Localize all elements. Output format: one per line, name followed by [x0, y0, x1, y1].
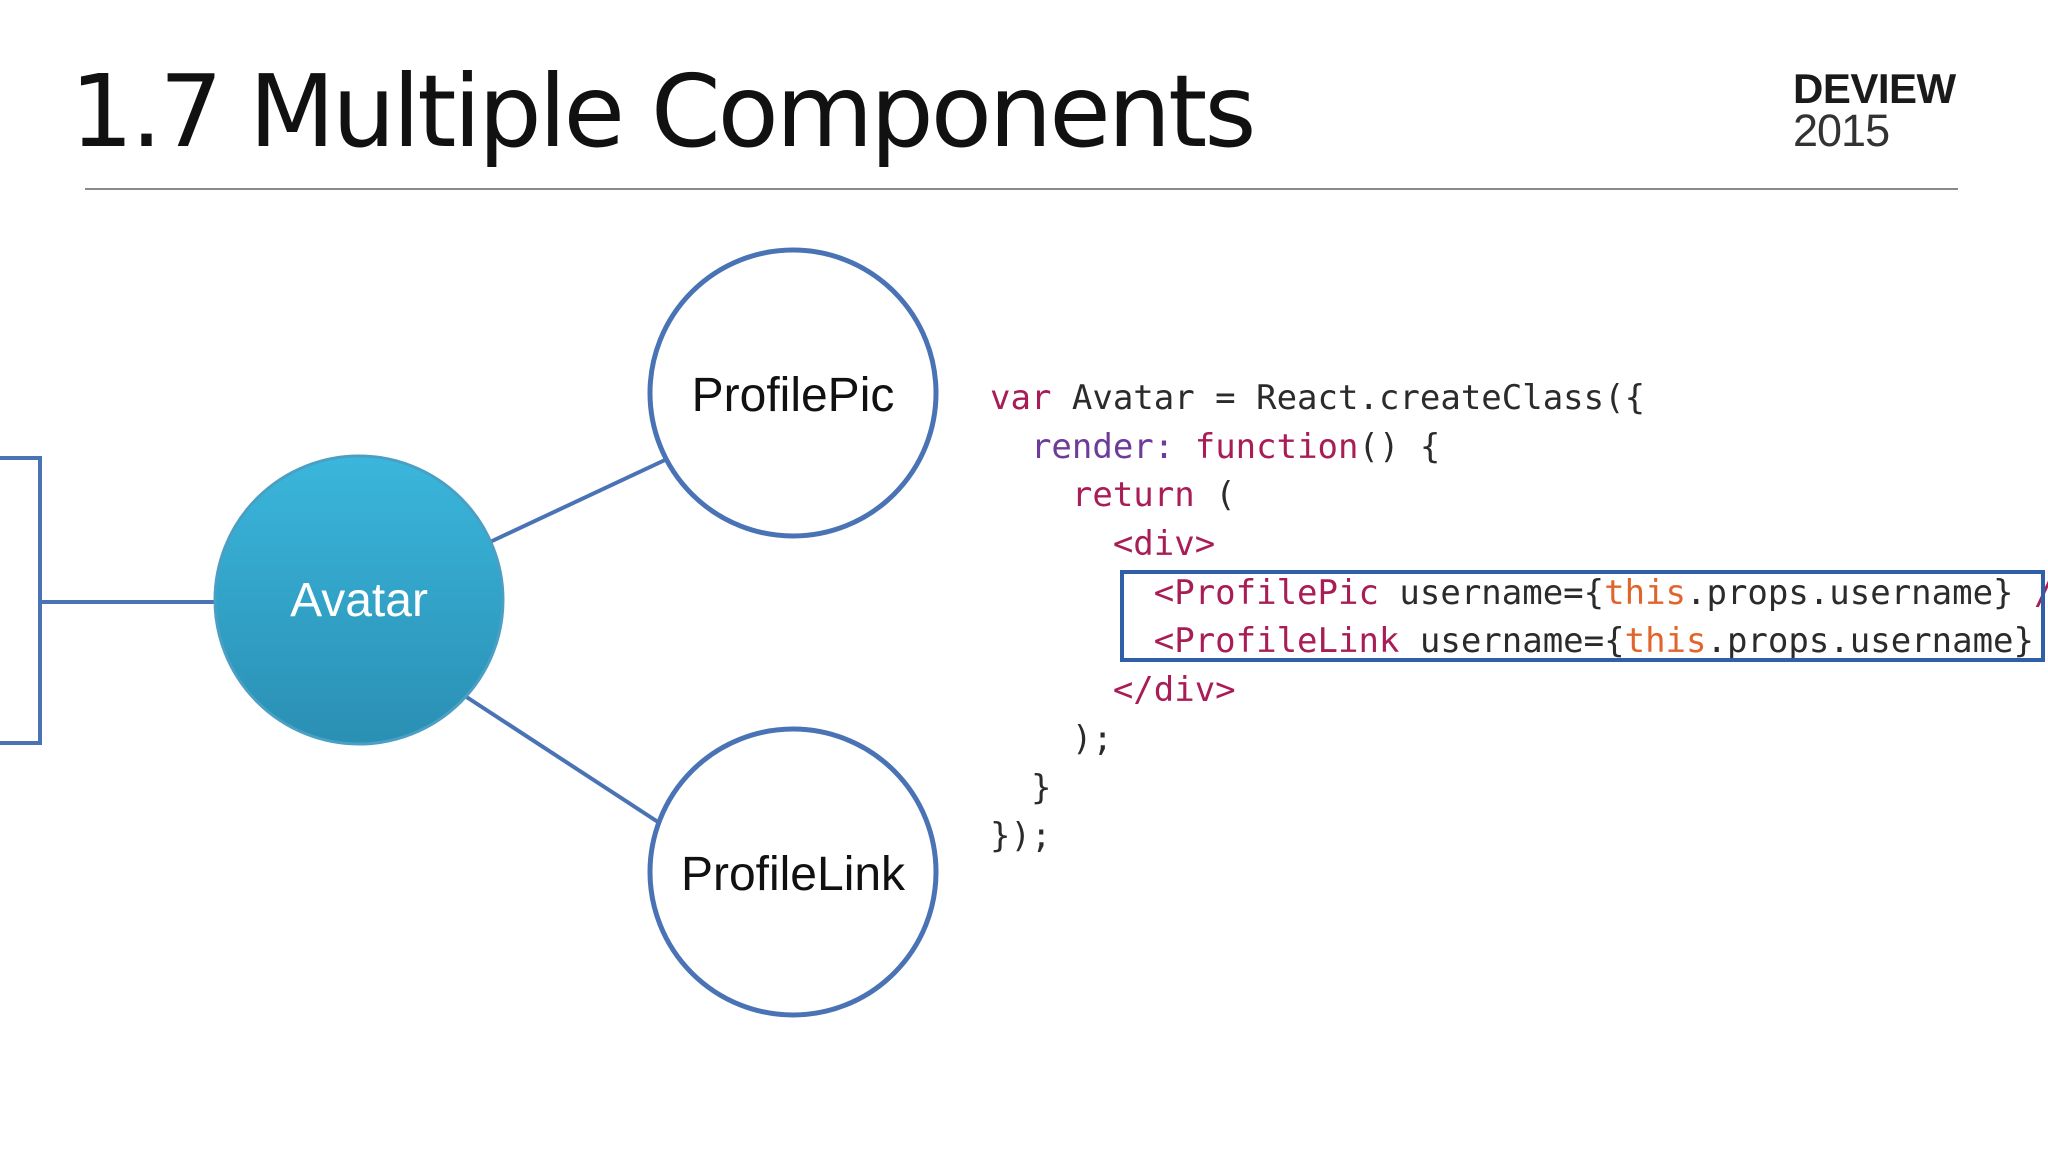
code-line: }: [990, 764, 2048, 813]
brand-year: 2015: [1793, 105, 1890, 156]
code-token: this: [1624, 621, 1707, 662]
code-token: .props.username}: [1706, 621, 2048, 662]
code-token: });: [990, 816, 1052, 857]
code-token: function: [1194, 426, 1359, 467]
connector-avatar-profilelink: [463, 694, 660, 824]
code-token: (: [1194, 475, 1236, 516]
code-token: <div>: [1112, 524, 1216, 565]
code-token: </div>: [1112, 670, 1236, 711]
avatar-node-circle: [213, 454, 505, 746]
code-token: render:: [1030, 426, 1175, 467]
parent-component-bracket: [0, 456, 42, 745]
node-profilelink: ProfileLink: [647, 726, 939, 1018]
code-token: <ProfileLink: [1153, 621, 1400, 662]
code-token: {: [1583, 572, 1605, 613]
code-token: [990, 524, 1113, 564]
brand-name: DEVIEW: [1793, 65, 1956, 112]
code-token: var: [990, 378, 1052, 418]
child-components-highlight: [1120, 570, 2045, 662]
profilepic-node-label: ProfilePic: [692, 369, 895, 422]
code-line: </div>: [990, 666, 2048, 715]
code-token: [990, 475, 1072, 515]
code-token: Avatar = React.createClass({: [1051, 378, 1646, 418]
connector-avatar-profilepic: [489, 458, 666, 544]
profilepic-node-circle: [647, 247, 939, 539]
code-token: );: [990, 718, 1113, 759]
code-token: () {: [1358, 426, 1441, 467]
node-profilepic: ProfilePic: [647, 247, 939, 539]
code-token: <ProfilePic: [1153, 572, 1379, 613]
code-line: return (: [990, 471, 2048, 520]
slide-title: 1.7 Multiple Components: [70, 53, 1256, 170]
code-line: <ProfileLink username={this.props.userna…: [990, 617, 2048, 666]
code-token: {: [1604, 621, 1625, 662]
code-token: this: [1604, 572, 1687, 613]
node-avatar: Avatar: [213, 454, 505, 746]
code-line: <ProfilePic username={this.props.usernam…: [990, 569, 2048, 618]
code-token: [1174, 427, 1194, 467]
code-token: return: [1071, 475, 1195, 516]
code-token: [990, 670, 1113, 710]
avatar-node-label: Avatar: [290, 574, 428, 627]
code-line: <div>: [990, 520, 2048, 569]
profilelink-node-circle: [647, 726, 939, 1018]
code-line: });: [990, 812, 2048, 861]
code-token: username=: [1378, 572, 1584, 613]
code-token: username=: [1399, 621, 1605, 662]
code-token: .props.username}: [1686, 572, 2035, 613]
brand-logo: DEVIEW 2015: [1793, 65, 1956, 156]
profilelink-node-label: ProfileLink: [681, 848, 906, 901]
title-divider: [85, 188, 1958, 190]
code-line: var Avatar = React.createClass({: [990, 374, 2048, 423]
code-token: [990, 427, 1031, 467]
code-token: }: [990, 767, 1052, 808]
code-line: );: [990, 715, 2048, 764]
code-block: var Avatar = React.createClass({ render:…: [990, 374, 2048, 861]
code-line: render: function() {: [990, 423, 2048, 472]
